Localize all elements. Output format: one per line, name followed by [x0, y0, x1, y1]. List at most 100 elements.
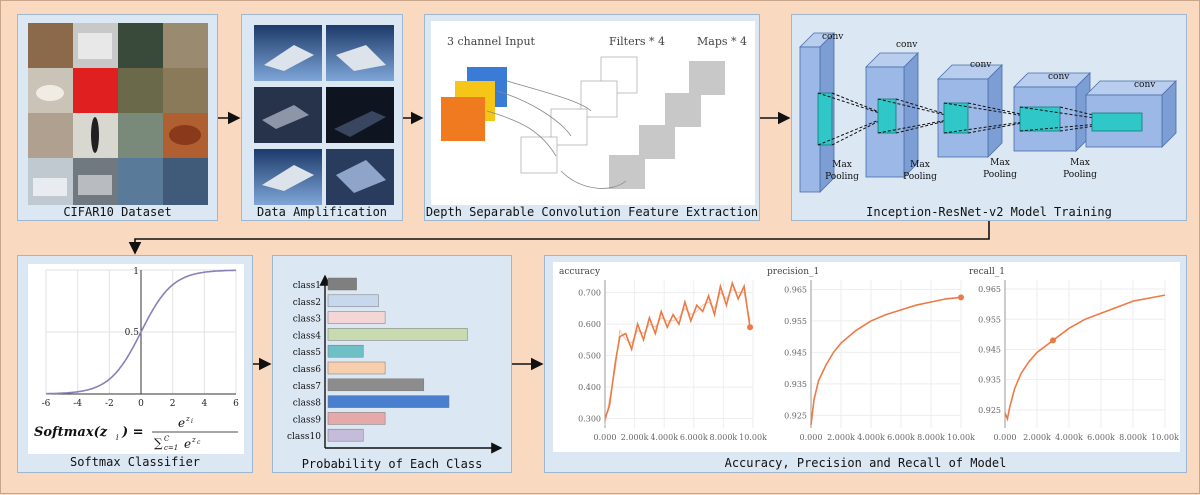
metric-x-tick: 4.000k	[1055, 433, 1083, 442]
class-bar-6	[327, 361, 386, 375]
inception-architecture: convconvconvconvconvMaxPoolingMaxPooling…	[799, 32, 1177, 193]
metric-x-tick: 2.000k	[1023, 433, 1051, 442]
amplification-caption: Data Amplification	[256, 205, 388, 219]
x-tick-label: 0	[138, 399, 144, 409]
metric-y-tick: 0.600	[578, 320, 601, 329]
pool-label-bottom-3: Pooling	[983, 170, 1017, 180]
metrics-caption: Accuracy, Precision and Recall of Model	[724, 456, 1007, 470]
feature-map-4	[609, 155, 645, 189]
metric-marker-3	[1050, 337, 1056, 344]
metric-x-tick: 0.000	[800, 433, 823, 442]
filter-projection-line	[895, 117, 959, 134]
x-tick-label: 4	[201, 399, 207, 409]
metric-y-tick: 0.965	[978, 285, 1001, 294]
metric-x-tick: 0.000	[994, 433, 1017, 442]
metric-title-1: accuracy	[559, 267, 601, 277]
depthwise-panel: 3 channel Input Filters * 4 Maps * 4 Dep…	[424, 14, 760, 221]
conv-label-1: conv	[822, 32, 844, 42]
metric-y-tick: 0.945	[784, 348, 807, 357]
class-bar-4	[327, 328, 468, 341]
filter-4	[1019, 106, 1061, 132]
metric-line-2	[810, 296, 962, 425]
pool-label-top-3: Max	[990, 158, 1010, 168]
metric-y-tick: 0.945	[978, 345, 1001, 354]
class-bar-7	[327, 378, 425, 392]
filter-5	[1091, 112, 1143, 132]
class-label-10: class10	[287, 432, 321, 442]
metric-y-tick: 0.700	[578, 289, 601, 298]
cifar-panel: CIFAR10 Dataset	[17, 14, 218, 221]
conv-label-2: conv	[896, 40, 918, 50]
feature-map-1	[689, 61, 725, 95]
metric-x-tick: 6.000k	[887, 433, 915, 442]
pool-label-top-2: Max	[910, 160, 930, 170]
formula-lhs: Softmax(z	[34, 425, 108, 440]
feature-map-3	[639, 125, 675, 159]
formula-num-sup: z	[185, 415, 190, 423]
class-bar-10	[327, 428, 364, 442]
formula-den-e: e	[184, 437, 191, 451]
depthwise-caption: Depth Separable Convolution Feature Extr…	[425, 205, 759, 219]
metric-y-tick: 0.935	[978, 376, 1001, 385]
conv-label-3: conv	[970, 60, 992, 70]
formula-numerator: e	[178, 416, 185, 430]
class-bar-5	[327, 344, 364, 358]
metric-x-tick: 0.000	[594, 433, 617, 442]
class-label-1: class1	[293, 281, 321, 291]
metric-x-tick: 4.000k	[857, 433, 885, 442]
class-bar-1	[327, 277, 357, 291]
pool-label-bottom-2: Pooling	[903, 172, 937, 182]
metric-marker-1	[747, 324, 754, 331]
formula-den-e-sup: z	[191, 436, 196, 444]
filter-projection-line	[943, 102, 1045, 120]
filter-projection-line	[817, 115, 889, 146]
metric-x-tick: 6.000k	[1087, 433, 1115, 442]
formula-den-sub: c=1	[164, 444, 178, 452]
formula-lhs-sub: i	[116, 433, 119, 442]
metric-x-tick: 10.00k	[947, 433, 975, 442]
class-bar-8	[327, 395, 450, 408]
class-label-2: class2	[293, 298, 321, 308]
feature-map-2	[665, 93, 701, 127]
input-channel-orange	[441, 97, 485, 141]
metric-y-tick: 0.925	[784, 411, 807, 420]
metric-title-3: recall_1	[969, 267, 1005, 277]
formula-eq: ) =	[121, 425, 144, 440]
class-bar-9	[327, 412, 386, 425]
metric-x-tick: 4.000k	[650, 433, 678, 442]
probability-bar-chart: class1class2class3class4class5class6clas…	[287, 274, 503, 454]
formula-num-sup-sub: i	[191, 418, 193, 425]
conv-label-5: conv	[1134, 80, 1156, 90]
class-label-8: class8	[293, 399, 322, 409]
class-label-9: class9	[293, 415, 322, 425]
metric-title-2: precision_1	[767, 267, 819, 277]
metric-y-tick: 0.965	[784, 285, 807, 294]
filter-projection-line	[967, 118, 1045, 134]
class-label-7: class7	[293, 382, 322, 392]
pool-label-top-4: Max	[1070, 158, 1090, 168]
metric-y-tick: 0.300	[578, 415, 601, 424]
maps-label: Maps * 4	[697, 35, 747, 48]
pool-label-top-1: Max	[832, 160, 852, 170]
x-tick-label: 6	[233, 399, 239, 409]
metric-line-1	[604, 280, 751, 419]
formula-den-sup: C	[164, 435, 170, 443]
class-label-6: class6	[293, 365, 322, 375]
metric-x-tick: 8.000k	[710, 433, 738, 442]
probability-caption: Probability of Each Class	[301, 457, 483, 471]
metric-y-tick: 0.925	[978, 406, 1001, 415]
metric-y-tick: 0.955	[978, 315, 1001, 324]
amplification-panel: Data Amplification	[241, 14, 403, 221]
cifar-thumbnails	[28, 23, 208, 205]
metric-x-tick: 10.00k	[1151, 433, 1179, 442]
metric-x-tick: 2.000k	[827, 433, 855, 442]
class-label-3: class3	[293, 315, 322, 325]
